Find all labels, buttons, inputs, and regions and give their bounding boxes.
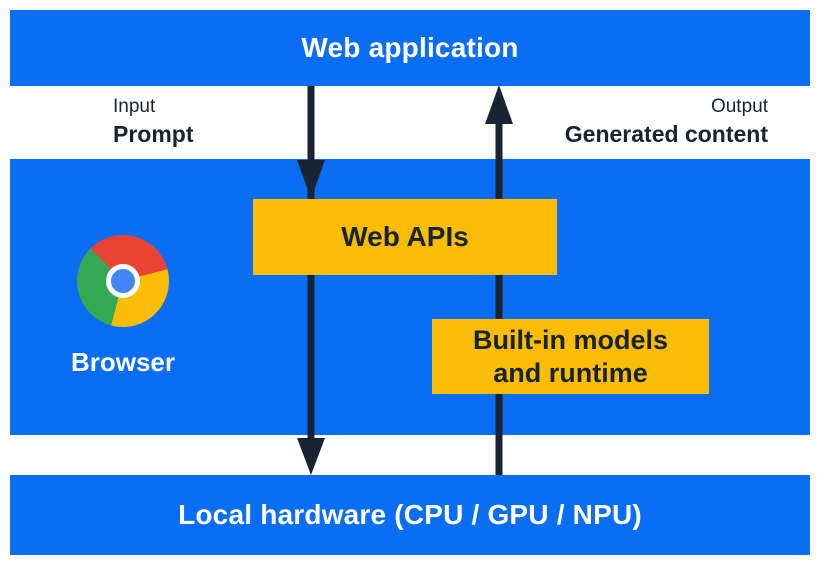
builtin-models-line1: Built-in models: [473, 324, 668, 355]
input-label-block: Input Prompt: [113, 94, 194, 148]
web-apis-label: Web APIs: [341, 221, 469, 252]
browser-identity: Browser: [51, 235, 195, 378]
web-apis-box: Web APIs: [253, 199, 557, 275]
input-flow-arrow: [297, 86, 325, 475]
input-value: Prompt: [113, 121, 194, 147]
output-title: Output: [710, 96, 768, 117]
input-title: Input: [113, 96, 156, 117]
web-application-bar: Web application: [10, 10, 810, 86]
local-hardware-bar: Local hardware (CPU / GPU / NPU): [10, 475, 810, 555]
chrome-logo-center: [106, 264, 140, 298]
chrome-logo-icon: [77, 235, 169, 327]
local-hardware-label: Local hardware (CPU / GPU / NPU): [178, 499, 642, 530]
builtin-models-box: Built-in models and runtime: [432, 319, 709, 394]
browser-label: Browser: [70, 347, 176, 377]
output-value: Generated content: [564, 121, 768, 147]
builtin-models-line2: and runtime: [493, 357, 648, 388]
output-label-block: Output Generated content: [565, 94, 768, 148]
output-flow-arrow: [485, 85, 513, 475]
web-application-label: Web application: [301, 32, 519, 63]
